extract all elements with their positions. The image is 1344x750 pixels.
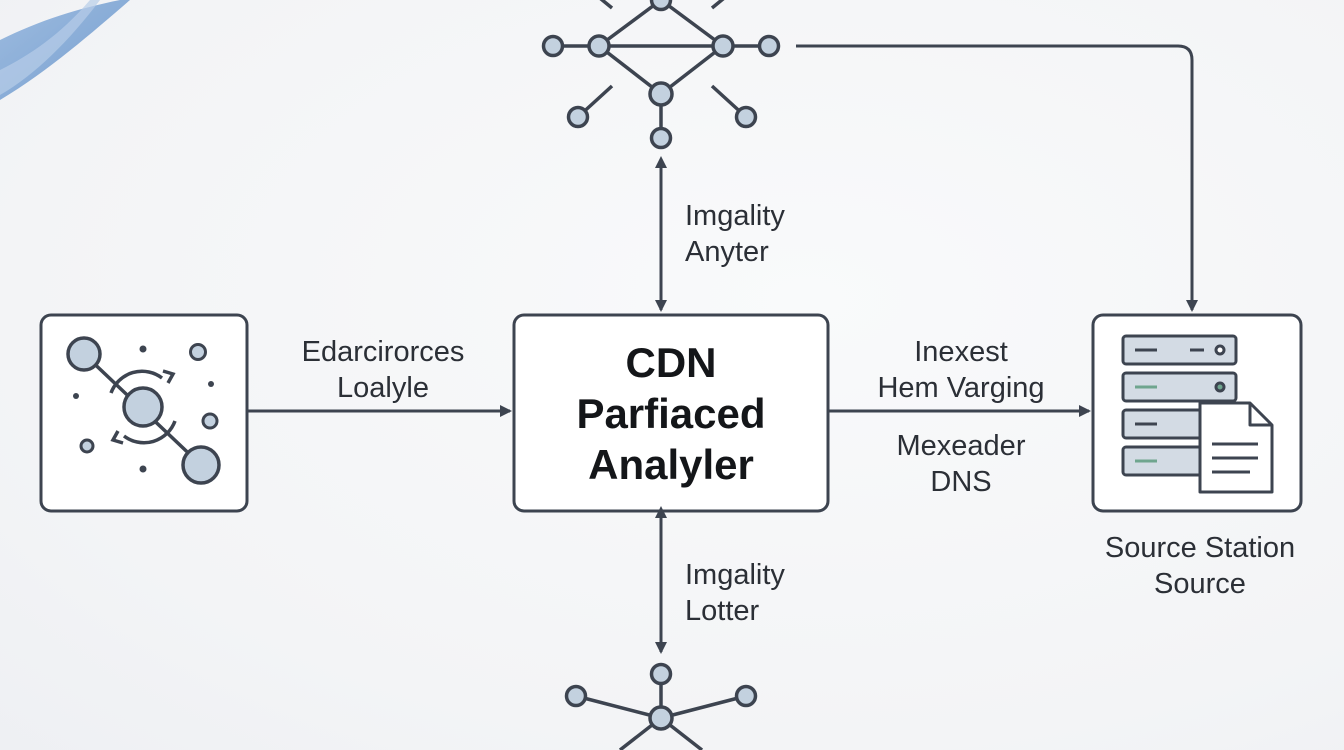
- center-node-box: [512, 313, 830, 513]
- edge-label-top: Imgality Anyter: [685, 200, 785, 268]
- edge-label-left: Edarcirorces Loalyle: [301, 336, 465, 404]
- top-network-icon: [541, 0, 781, 150]
- network-nodes-icon: [66, 336, 221, 485]
- edge-label-bottom: Imgality Lotter: [685, 559, 785, 627]
- bottom-network-icon: [564, 662, 758, 750]
- corner-swoosh: [0, 0, 130, 100]
- connectors: [247, 44, 1198, 654]
- center-title-line-1: CDN: [625, 339, 717, 386]
- center-title-line-2: Parfiaced: [576, 390, 766, 437]
- edge-label-right-lower: Mexeader DNS: [896, 430, 1026, 498]
- right-node-caption: Source Station Source: [1104, 532, 1296, 600]
- edge-top-to-right: [796, 44, 1198, 312]
- edge-label-right-upper: Inexest Hem Varging: [877, 336, 1045, 404]
- center-node-title: CDN Parfiaced Analyler: [515, 337, 827, 490]
- center-title-line-3: Analyler: [588, 441, 754, 488]
- server-with-document-icon: [1121, 334, 1274, 494]
